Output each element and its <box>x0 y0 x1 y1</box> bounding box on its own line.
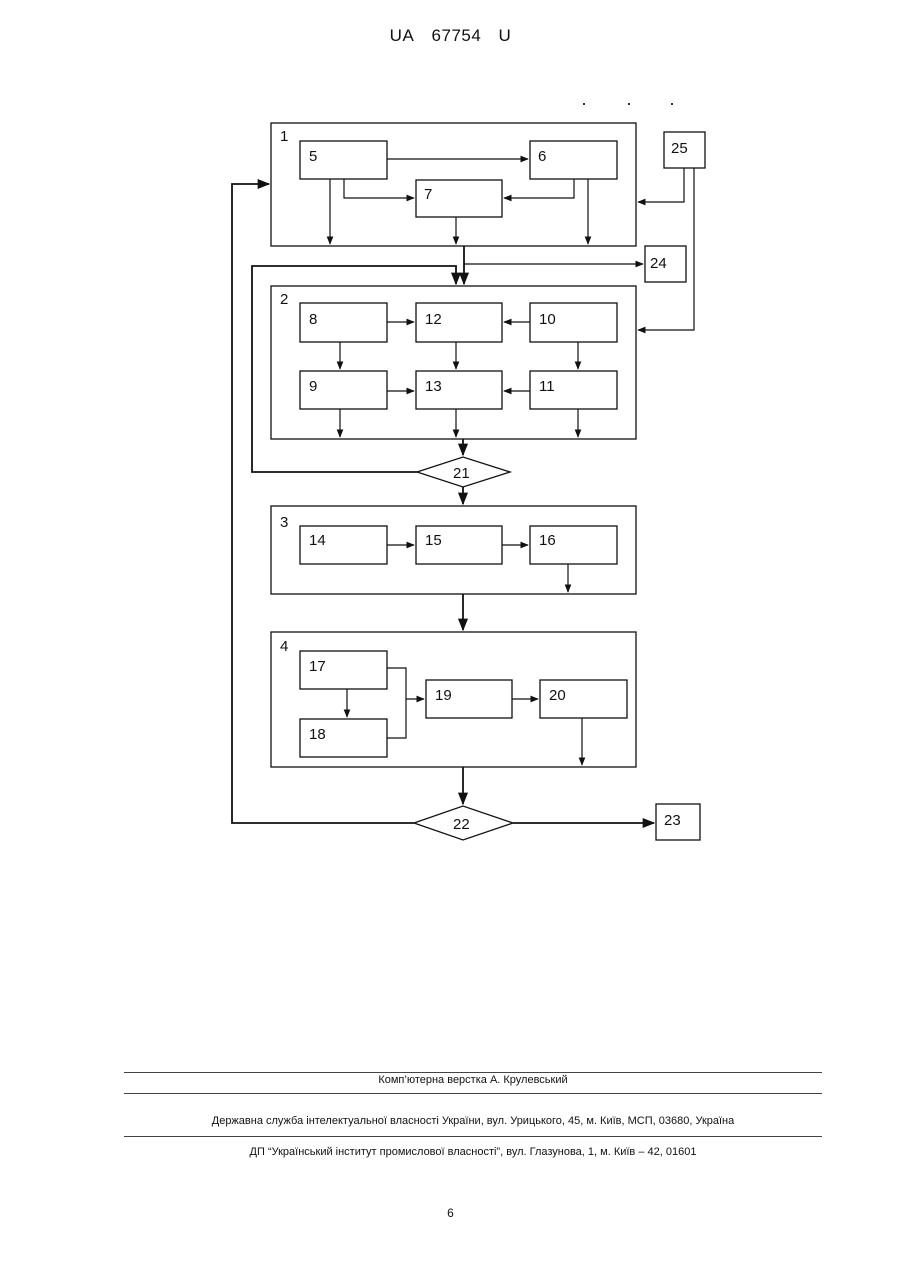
connectors <box>232 159 694 823</box>
footer-rule-1 <box>124 1072 822 1073</box>
block-18-label: 18 <box>309 726 326 743</box>
block-15-label: 15 <box>425 532 442 549</box>
footer-institute: ДП “Український інститут промислової вла… <box>124 1146 822 1158</box>
group-2-label: 2 <box>280 291 288 308</box>
footer-office: Державна служба інтелектуальної власност… <box>124 1115 822 1127</box>
block-9-label: 9 <box>309 378 317 395</box>
group-1-label: 1 <box>280 128 288 145</box>
block-8-label: 8 <box>309 311 317 328</box>
block-10-label: 10 <box>539 311 556 328</box>
block-6-label: 6 <box>538 148 546 165</box>
block-7-label: 7 <box>424 186 432 203</box>
block-11-label: 11 <box>539 378 555 395</box>
block-25-label: 25 <box>671 140 688 157</box>
block-13-label: 13 <box>425 378 442 395</box>
group-3-label: 3 <box>280 514 288 531</box>
block-24-label: 24 <box>650 255 667 272</box>
decision-22-label: 22 <box>453 816 470 833</box>
block-5-label: 5 <box>309 148 317 165</box>
footer-rule-3 <box>124 1136 822 1137</box>
group-4-label: 4 <box>280 638 288 655</box>
block-23-label: 23 <box>664 812 681 829</box>
decision-21-label: 21 <box>453 465 470 482</box>
block-16-label: 16 <box>539 532 556 549</box>
block-14-label: 14 <box>309 532 326 549</box>
block-12-label: 12 <box>425 311 442 328</box>
block-20-label: 20 <box>549 687 566 704</box>
block-diagram: 1 2 3 4 5 6 7 8 9 10 11 12 13 14 15 16 1… <box>0 0 901 900</box>
group-4-container <box>271 632 636 767</box>
group-2-container <box>271 286 636 439</box>
scan-marks <box>583 103 673 105</box>
page-number: 6 <box>0 1206 901 1220</box>
block-19-label: 19 <box>435 687 452 704</box>
group-3-container <box>271 506 636 594</box>
footer-rule-2 <box>124 1093 822 1094</box>
block-17-label: 17 <box>309 658 326 675</box>
footer-typesetter: Комп’ютерна верстка А. Крулевський <box>124 1074 822 1086</box>
